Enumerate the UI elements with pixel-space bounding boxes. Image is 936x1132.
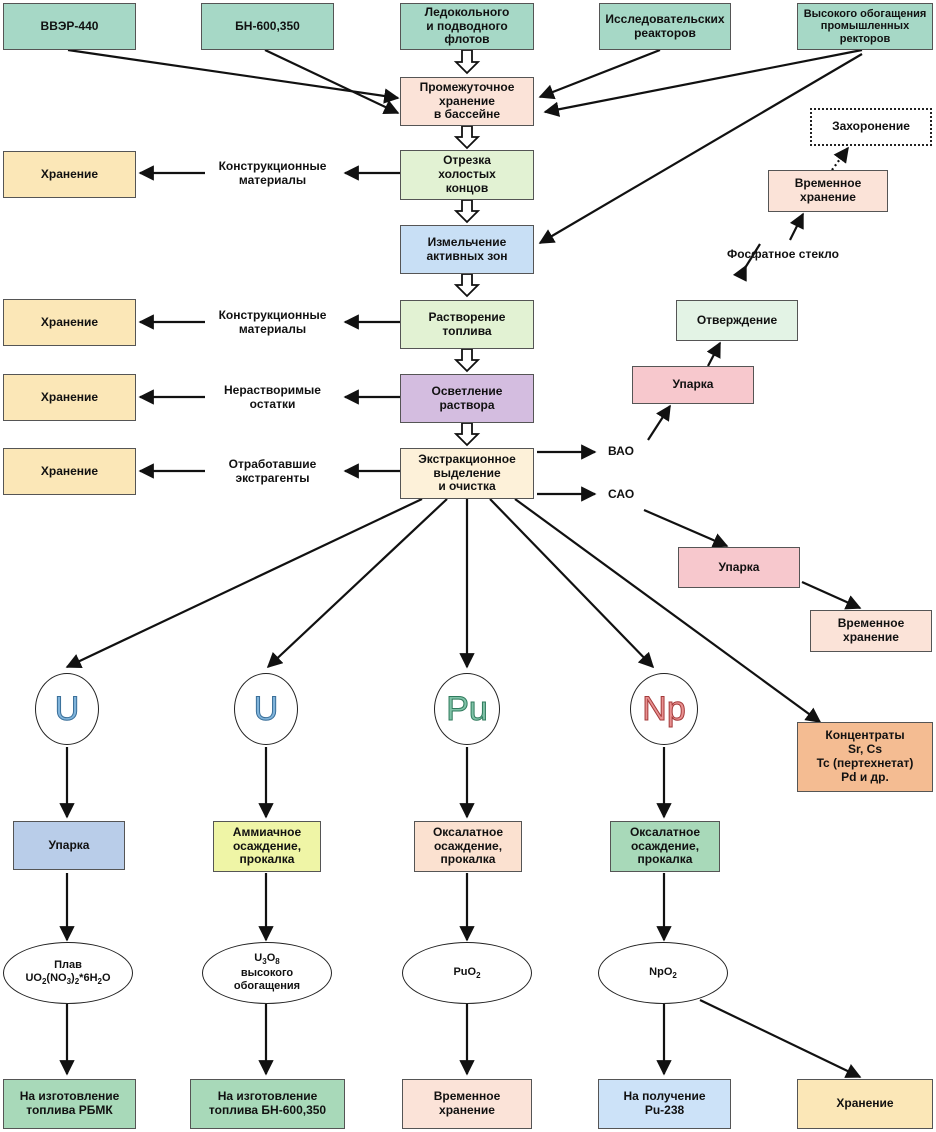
left-storage-box-2: Хранение [3, 299, 136, 346]
np-product-formula: NpO2 [649, 965, 677, 980]
cut-ends-box: Отрезка холостых концов [400, 150, 534, 200]
u1-process-box: Упарка [13, 821, 125, 870]
u1-product-line1: Плав [54, 959, 82, 972]
left-storage-box-4: Хранение [3, 448, 136, 495]
left-label-3: Нерастворимые остатки [224, 383, 321, 411]
u2-process-box: Аммиачное осаждение, прокалка [213, 821, 321, 872]
np-product-ellipse: NpO2 [598, 942, 728, 1004]
np-destination-box: На получение Pu-238 [598, 1079, 731, 1129]
u1-destination-box: На изготовление топлива РБМК [3, 1079, 136, 1129]
uranium-2-symbol: U [234, 673, 298, 745]
left-label-1: Конструкционные материалы [218, 159, 327, 187]
source-vver-box: ВВЭР-440 [3, 3, 136, 50]
pu-product-formula: PuO2 [453, 965, 481, 980]
source-bn-box: БН-600,350 [201, 3, 334, 50]
source-research-box: Исследовательских реакторов [599, 3, 731, 50]
pu-destination-box: Временное хранение [402, 1079, 532, 1129]
pu-process-box: Оксалатное осаждение, прокалка [414, 821, 522, 872]
u1-product-formula: UO2(NO3)2*6H2O [25, 972, 111, 987]
u2-product-ellipse: U3O8 высокого обогащения [202, 942, 332, 1004]
hlw-temp-storage-box: Временное хранение [768, 170, 888, 212]
source-high-enriched-box: Высокого обогащения промышленных ректоро… [797, 3, 933, 50]
ilw-temp-storage-box: Временное хранение [810, 610, 932, 652]
hlw-evaporation-box: Упарка [632, 366, 754, 404]
chop-box: Измельчение активных зон [400, 225, 534, 274]
u2-product-formula: U3O8 [254, 952, 280, 967]
left-label-2: Конструкционные материалы [218, 308, 327, 336]
vao-label: ВАО [608, 444, 634, 458]
u1-product-ellipse: Плав UO2(NO3)2*6H2O [3, 942, 133, 1004]
solidification-box: Отверждение [676, 300, 798, 341]
u2-destination-box: На изготовление топлива БН-600,350 [190, 1079, 345, 1129]
uranium-1-symbol: U [35, 673, 99, 745]
dissolve-box: Растворение топлива [400, 300, 534, 349]
sao-label: САО [608, 487, 635, 501]
np-storage-box: Хранение [797, 1079, 933, 1129]
clarify-box: Осветление раствора [400, 374, 534, 423]
ilw-evaporation-box: Упарка [678, 547, 800, 588]
left-label-4: Отработавшие экстрагенты [228, 457, 317, 485]
extraction-box: Экстракционное выделение и очистка [400, 448, 534, 499]
pool-storage-box: Промежуточное хранение в бассейне [400, 77, 534, 126]
burial-box: Захоронение [810, 108, 932, 146]
source-icebreaker-box: Ледокольного и подводного флотов [400, 3, 534, 50]
u2-product-line2: высокого обогащения [233, 967, 301, 993]
neptunium-symbol: Np [630, 673, 698, 745]
left-storage-box-3: Хранение [3, 374, 136, 421]
plutonium-symbol: Pu [434, 673, 500, 745]
np-process-box: Оксалатное осаждение, прокалка [610, 821, 720, 872]
concentrates-box: Концентраты Sr, Cs Tc (пертехнетат) Pd и… [797, 722, 933, 792]
phosphate-glass-label: Фосфатное стекло [727, 247, 839, 261]
pu-product-ellipse: PuO2 [402, 942, 532, 1004]
left-storage-box-1: Хранение [3, 151, 136, 198]
